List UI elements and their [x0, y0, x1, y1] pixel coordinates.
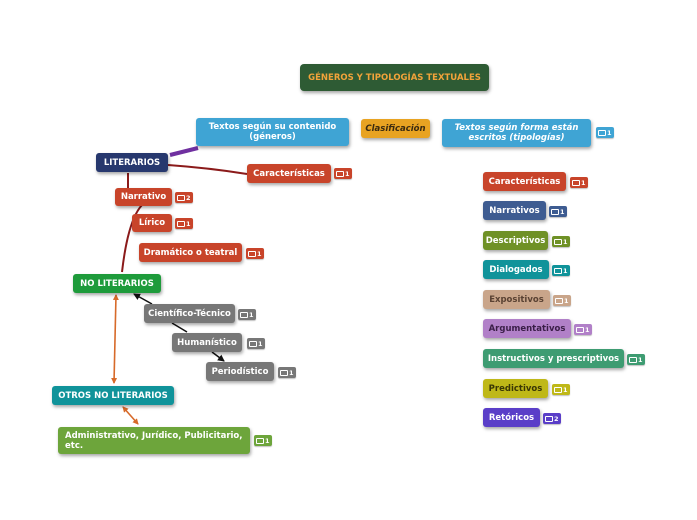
connector-cientifico-humanistico: [171, 322, 188, 333]
comment-icon: [598, 129, 606, 136]
comment-count: 1: [289, 368, 294, 377]
comment-icon: [554, 267, 562, 274]
comment-icon: [249, 340, 257, 347]
comment-badge[interactable]: 2: [175, 192, 193, 203]
comment-icon: [545, 415, 553, 422]
comment-icon: [280, 369, 288, 376]
node-no-literarios[interactable]: NO LITERARIOS: [73, 274, 161, 293]
connector-literarios-caracteristicas: [167, 164, 248, 175]
comment-badge[interactable]: 1: [552, 384, 570, 395]
node-expositivos[interactable]: Expositivos: [483, 290, 550, 309]
comment-icon: [248, 250, 256, 257]
comment-count: 2: [554, 414, 559, 423]
node-administrativo[interactable]: Administrativo, Jurídico, Publicitario, …: [58, 427, 250, 454]
comment-count: 1: [186, 219, 191, 228]
comment-count: 2: [186, 193, 191, 202]
comment-icon: [177, 194, 185, 201]
comment-count: 1: [638, 355, 643, 364]
comment-count: 1: [265, 436, 270, 445]
node-textos-contenido[interactable]: Textos según su contenido (géneros): [196, 118, 349, 146]
comment-count: 1: [257, 249, 262, 258]
map-title[interactable]: GÉNEROS Y TIPOLOGÍAS TEXTUALES: [300, 64, 489, 91]
comment-icon: [572, 179, 580, 186]
node-caracteristicas-literarios[interactable]: Características: [247, 164, 331, 183]
node-cientifico-tecnico[interactable]: Científico-Técnico: [144, 304, 235, 323]
comment-badge[interactable]: 1: [175, 218, 193, 229]
comment-badge[interactable]: 1: [574, 324, 592, 335]
comment-badge[interactable]: 1: [334, 168, 352, 179]
node-clasificacion[interactable]: Clasificación: [361, 119, 430, 138]
node-otros-no-literarios[interactable]: OTROS NO LITERARIOS: [52, 386, 174, 405]
comment-count: 1: [581, 178, 586, 187]
node-instructivos[interactable]: Instructivos y prescriptivos: [483, 349, 624, 368]
node-literarios[interactable]: LITERARIOS: [96, 153, 168, 172]
comment-count: 1: [585, 325, 590, 334]
comment-icon: [576, 326, 584, 333]
connector-literarios-contenido: [169, 146, 199, 157]
comment-badge[interactable]: 1: [278, 367, 296, 378]
node-argumentativos[interactable]: Argumentativos: [483, 319, 571, 338]
comment-icon: [554, 238, 562, 245]
comment-count: 1: [563, 266, 568, 275]
comment-count: 1: [564, 296, 569, 305]
connector-humanistico-periodistico: [211, 351, 225, 362]
comment-icon: [629, 356, 637, 363]
comment-count: 1: [607, 128, 612, 137]
comment-badge[interactable]: 1: [552, 265, 570, 276]
comment-icon: [555, 297, 563, 304]
comment-badge[interactable]: 1: [553, 295, 571, 306]
comment-badge[interactable]: 1: [238, 309, 256, 320]
comment-badge[interactable]: 1: [627, 354, 645, 365]
node-dramatico[interactable]: Dramático o teatral: [139, 243, 242, 262]
comment-count: 1: [258, 339, 263, 348]
comment-icon: [177, 220, 185, 227]
comment-icon: [554, 386, 562, 393]
comment-badge[interactable]: 1: [596, 127, 614, 138]
node-narrativos[interactable]: Narrativos: [483, 201, 546, 220]
node-predictivos[interactable]: Predictivos: [483, 379, 548, 398]
comment-badge[interactable]: 1: [570, 177, 588, 188]
connector-cientifico-noliterarios: [133, 293, 153, 305]
node-caracteristicas-tipologias[interactable]: Características: [483, 172, 566, 191]
comment-badge[interactable]: 1: [552, 236, 570, 247]
comment-icon: [551, 208, 559, 215]
comment-icon: [256, 437, 264, 444]
connector-noliterarios-literarios: [121, 204, 143, 273]
node-humanistico[interactable]: Humanístico: [172, 333, 242, 352]
comment-badge[interactable]: 2: [543, 413, 561, 424]
node-textos-forma[interactable]: Textos según forma están escritos (tipol…: [442, 119, 591, 147]
node-retoricos[interactable]: Retóricos: [483, 408, 540, 427]
comment-badge[interactable]: 1: [246, 248, 264, 259]
node-narrativo[interactable]: Narrativo: [115, 188, 172, 206]
node-periodistico[interactable]: Periodístico: [206, 362, 274, 381]
comment-count: 1: [345, 169, 350, 178]
node-dialogados[interactable]: Dialogados: [483, 260, 549, 279]
comment-count: 1: [560, 207, 565, 216]
comment-icon: [336, 170, 344, 177]
comment-count: 1: [563, 237, 568, 246]
node-descriptivos[interactable]: Descriptivos: [483, 231, 548, 250]
connector-noliterarios-otros: [111, 294, 119, 384]
node-lirico[interactable]: Lírico: [132, 214, 172, 232]
comment-badge[interactable]: 1: [247, 338, 265, 349]
comment-badge[interactable]: 1: [549, 206, 567, 217]
comment-count: 1: [249, 310, 254, 319]
connector-otros-administrativo: [122, 406, 139, 425]
comment-icon: [240, 311, 248, 318]
comment-count: 1: [563, 385, 568, 394]
comment-badge[interactable]: 1: [254, 435, 272, 446]
